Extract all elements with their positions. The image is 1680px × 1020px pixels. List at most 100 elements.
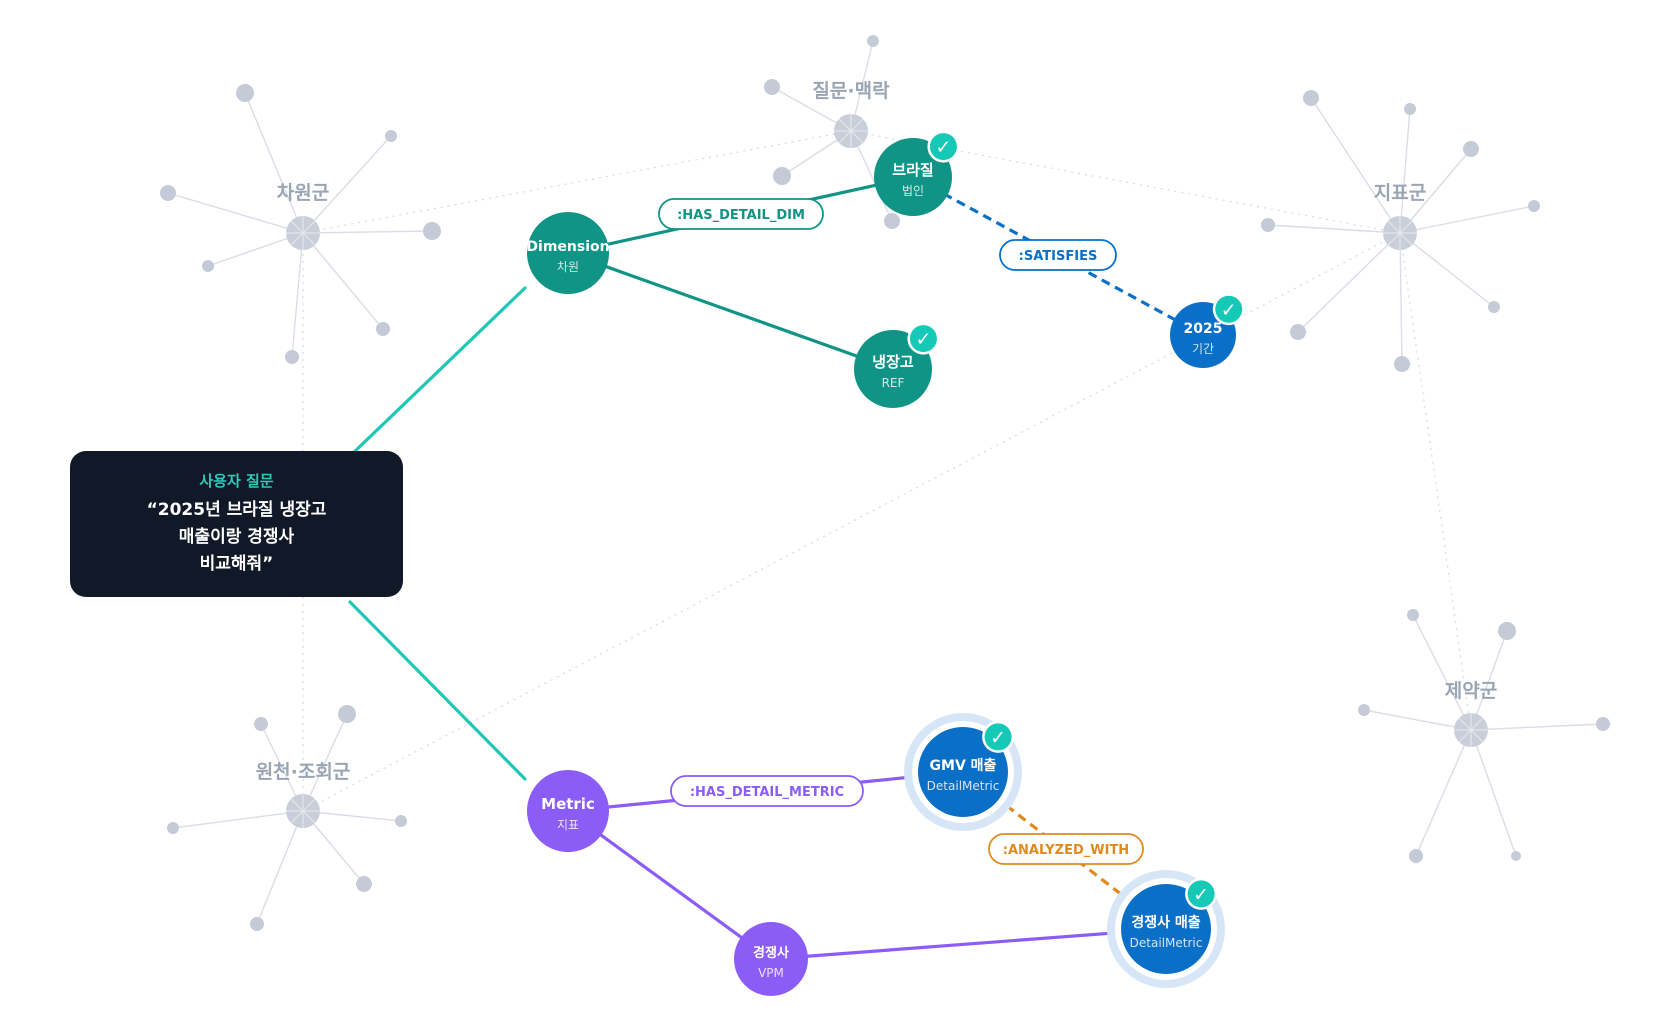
cluster-spoke	[1297, 232, 1401, 333]
cluster-leaf-node[interactable]	[254, 717, 268, 731]
cluster-leaf-node[interactable]	[884, 213, 900, 229]
cluster-leaf-node[interactable]	[167, 822, 179, 834]
edge-label-gmv-comprev[interactable]: :ANALYZED_WITH	[988, 833, 1144, 865]
cluster-leaf-node[interactable]	[1358, 704, 1370, 716]
hub-spoke	[290, 232, 304, 246]
node-metric[interactable]: Metric 지표	[527, 770, 609, 852]
cluster-leaf-node[interactable]	[764, 79, 780, 95]
node-y2025[interactable]: 2025 기간 ✓	[1170, 293, 1245, 368]
node-circle[interactable]	[527, 770, 609, 852]
check-icon: ✓	[982, 720, 1015, 753]
cluster-leaf-node[interactable]	[202, 260, 214, 272]
node-circle[interactable]	[527, 212, 609, 294]
cluster-dim[interactable]: 차원군	[160, 84, 441, 364]
svg-text:✓: ✓	[1221, 299, 1237, 321]
cluster-spoke	[1415, 729, 1472, 857]
cluster-link-dim-ctx	[302, 130, 852, 234]
cluster-leaf-node[interactable]	[773, 167, 791, 185]
node-title: Dimension	[526, 239, 609, 255]
edge-label-brazil-2025[interactable]: :SATISFIES	[999, 239, 1117, 271]
cluster-leaf-node[interactable]	[1498, 622, 1516, 640]
edge-label-dim-brazil[interactable]: :HAS_DETAIL_DIM	[658, 198, 824, 230]
cluster-leaf-node[interactable]	[1596, 717, 1610, 731]
cluster-spoke	[1399, 148, 1472, 234]
node-title: 경쟁사 매출	[1131, 914, 1200, 931]
cluster-leaf-node[interactable]	[1407, 609, 1419, 621]
cluster-label: 차원군	[277, 182, 329, 204]
edge-label-metric-gmv[interactable]: :HAS_DETAIL_METRIC	[670, 775, 864, 807]
svg-text:✓: ✓	[915, 329, 931, 351]
cluster-leaf-node[interactable]	[285, 350, 299, 364]
cluster-spoke	[1470, 729, 1517, 857]
cluster-leaf-node[interactable]	[385, 130, 397, 142]
edge-comp-comprev[interactable]	[802, 931, 1113, 959]
node-title: 냉장고	[872, 353, 914, 371]
node-subtitle: 법인	[902, 184, 924, 198]
cluster-leaf-node[interactable]	[1261, 218, 1275, 232]
cluster-label: 지표군	[1374, 182, 1426, 204]
cluster-leaf-node[interactable]	[376, 322, 390, 336]
cluster-spoke	[302, 135, 392, 234]
cluster-label: 질문·맥락	[812, 80, 890, 102]
hub-spoke	[302, 810, 316, 824]
edge-q-metric[interactable]	[348, 600, 527, 781]
cluster-src[interactable]: 원천·조회군	[167, 705, 407, 931]
cluster-leaf-node[interactable]	[395, 815, 407, 827]
cluster-label: 제약군	[1445, 680, 1497, 702]
cluster-leaf-node[interactable]	[1511, 851, 1521, 861]
node-title: 2025	[1184, 321, 1223, 337]
cluster-leaf-node[interactable]	[423, 222, 441, 240]
cluster-leaf-node[interactable]	[1404, 103, 1416, 115]
node-circle[interactable]	[1121, 884, 1211, 974]
node-subtitle: 기간	[1192, 342, 1214, 356]
cluster-ctx[interactable]: 질문·맥락	[764, 35, 900, 229]
cluster-spoke	[1310, 97, 1401, 234]
cluster-leaf-node[interactable]	[867, 35, 879, 47]
cluster-link-met-pharma	[1399, 232, 1472, 731]
node-title: Metric	[541, 795, 595, 813]
edge-q-dimension[interactable]	[348, 286, 527, 458]
hub-spoke	[290, 810, 304, 824]
cluster-leaf-node[interactable]	[1409, 849, 1423, 863]
node-title: 브라질	[892, 161, 933, 179]
question-caption: 사용자 질문	[199, 472, 274, 490]
user-question-box[interactable]: 사용자 질문 “2025년 브라질 냉장고 매출이랑 경쟁사 비교해줘”	[70, 451, 403, 597]
cluster-spoke	[1399, 205, 1535, 234]
cluster-leaf-node[interactable]	[160, 185, 176, 201]
hub-spoke	[1399, 220, 1413, 234]
node-subtitle: 지표	[557, 818, 579, 832]
node-title: 경쟁사	[753, 945, 789, 961]
edge-dim-fridge[interactable]	[601, 263, 862, 359]
edge-gmv-comprev[interactable]	[1005, 804, 1124, 897]
node-fridge[interactable]: 냉장고 REF ✓	[854, 322, 940, 408]
cluster-leaf-node[interactable]	[1488, 301, 1500, 313]
cluster-label: 원천·조회군	[256, 761, 351, 783]
edge-metric-comp[interactable]	[596, 831, 746, 942]
cluster-leaf-node[interactable]	[338, 705, 356, 723]
cluster-leaf-node[interactable]	[356, 876, 372, 892]
hub-spoke	[1458, 717, 1472, 731]
cluster-met[interactable]: 지표군	[1261, 90, 1540, 372]
cluster-leaf-node[interactable]	[1463, 141, 1479, 157]
node-circle[interactable]	[734, 922, 808, 996]
cluster-spoke	[1363, 709, 1472, 731]
edge-label-text: :ANALYZED_WITH	[1003, 843, 1129, 858]
cluster-leaf-node[interactable]	[250, 917, 264, 931]
node-title: GMV 매출	[930, 757, 997, 774]
node-subtitle: REF	[882, 376, 905, 390]
cluster-leaf-node[interactable]	[1303, 90, 1319, 106]
cluster-leaf-node[interactable]	[1394, 356, 1410, 372]
cluster-leaf-node[interactable]	[1528, 200, 1540, 212]
cluster-leaf-node[interactable]	[236, 84, 254, 102]
cluster-pharma[interactable]: 제약군	[1358, 609, 1610, 863]
node-circle[interactable]	[918, 727, 1008, 817]
cluster-leaf-node[interactable]	[1290, 324, 1306, 340]
cluster-spoke	[1412, 614, 1472, 731]
cluster-spoke	[291, 232, 304, 358]
